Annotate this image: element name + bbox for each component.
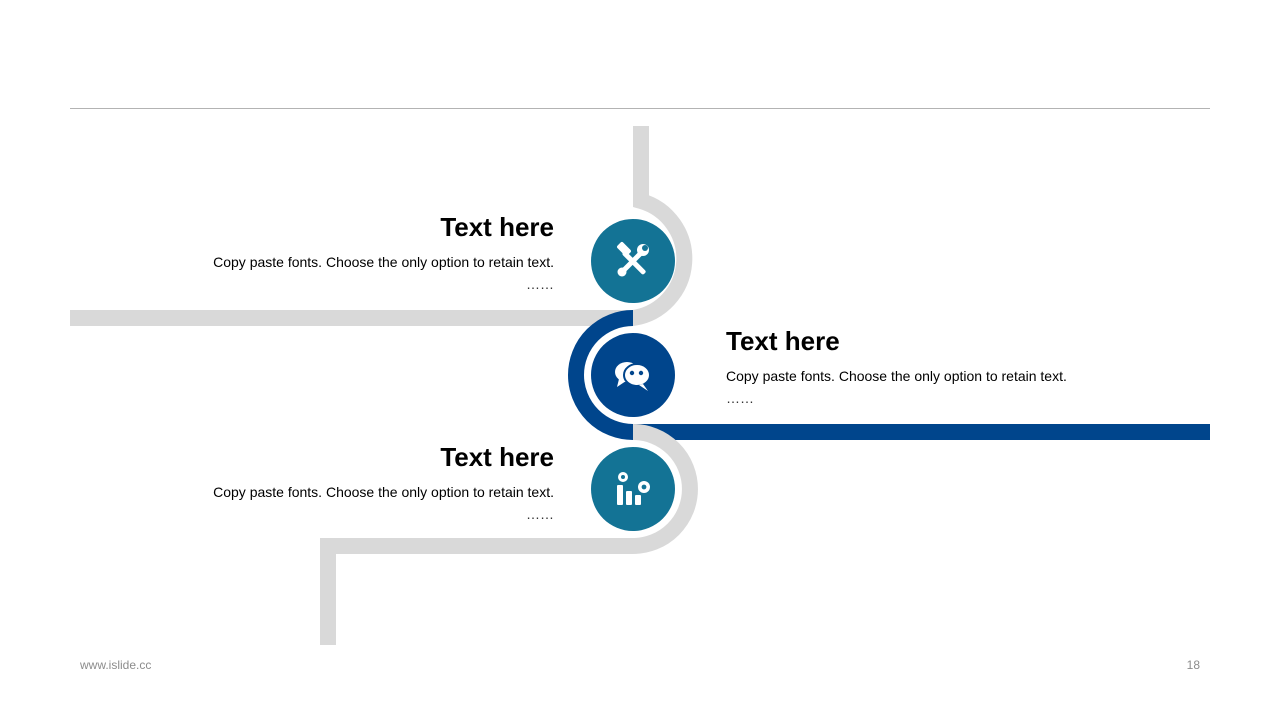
item-3-heading: Text here — [440, 442, 554, 472]
chart-gear-icon-circle — [591, 447, 675, 531]
item-1-ellipsis: …… — [526, 276, 554, 292]
item-1-heading: Text here — [440, 212, 554, 242]
chart-gear-icon — [617, 472, 650, 505]
footer-website: www.islide.cc — [80, 658, 152, 672]
tools-icon — [617, 242, 649, 277]
tools-icon-circle — [591, 219, 675, 303]
chat-icon-circle — [591, 333, 675, 417]
item-3-ellipsis: …… — [526, 506, 554, 522]
item-2-text: Text here Copy paste fonts. Choose the o… — [726, 325, 1106, 409]
item-3-text: Text here Copy paste fonts. Choose the o… — [174, 441, 554, 525]
gray-path-bottom — [320, 424, 698, 645]
item-1-body: Copy paste fonts. Choose the only option… — [213, 254, 554, 270]
chat-bubbles-icon — [615, 362, 651, 391]
item-2-heading: Text here — [726, 326, 840, 356]
footer-page-number: 18 — [1186, 658, 1200, 672]
top-divider — [70, 108, 1210, 109]
item-2-ellipsis: …… — [726, 390, 754, 406]
item-3-body: Copy paste fonts. Choose the only option… — [213, 484, 554, 500]
item-2-body: Copy paste fonts. Choose the only option… — [726, 368, 1067, 384]
gray-path-top — [70, 126, 693, 326]
blue-path-middle — [568, 310, 1210, 440]
item-1-text: Text here Copy paste fonts. Choose the o… — [174, 211, 554, 295]
